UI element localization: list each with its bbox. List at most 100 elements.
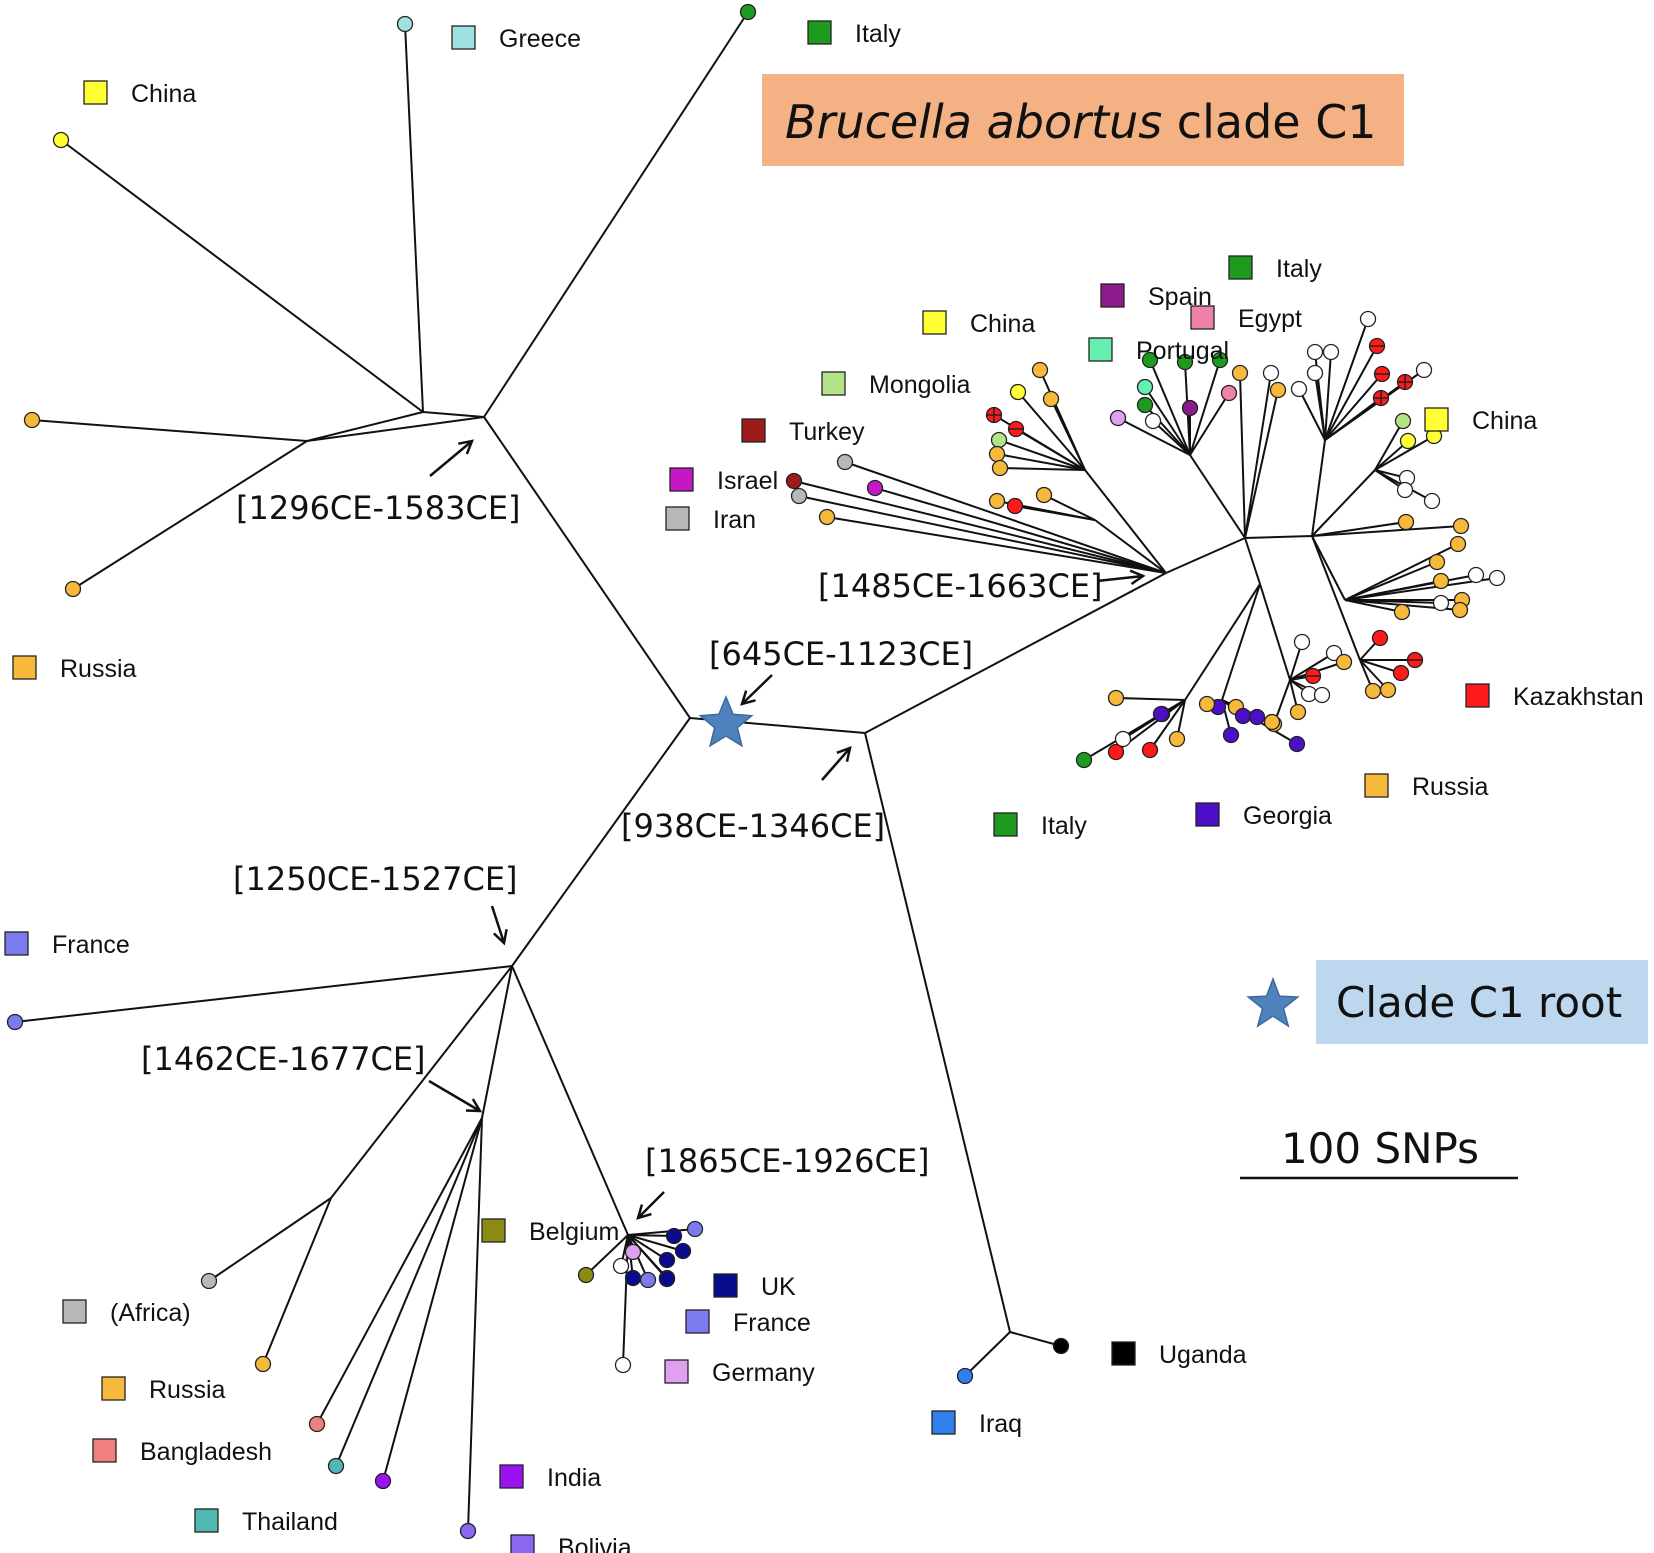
legend-item: Greece bbox=[451, 25, 581, 53]
date-labels: [1296CE-1583CE] [1485CE-1663CE] [645CE-1… bbox=[141, 489, 1103, 1180]
tree-branch bbox=[798, 495, 1167, 574]
tip-bolivia bbox=[459, 1522, 477, 1540]
tip-greece bbox=[396, 15, 414, 33]
legend-item: Uganda bbox=[1111, 1341, 1247, 1369]
tip-africa bbox=[200, 1272, 218, 1290]
legend-swatch bbox=[821, 371, 846, 396]
legend-item: Italy bbox=[807, 20, 901, 48]
date-label: [1250CE-1527CE] bbox=[233, 860, 518, 898]
tip-germany bbox=[624, 1243, 642, 1261]
date-label: [1462CE-1677CE] bbox=[141, 1040, 426, 1078]
tree-branch bbox=[511, 717, 691, 967]
tree-branch bbox=[72, 440, 308, 590]
tree-branch bbox=[1374, 420, 1404, 471]
legend-swatch bbox=[1190, 305, 1215, 330]
arrow bbox=[741, 674, 773, 705]
tree-branch bbox=[1244, 535, 1313, 539]
tip-iran bbox=[790, 487, 808, 505]
tree-branch bbox=[1244, 537, 1261, 585]
tip-israel bbox=[866, 479, 884, 497]
legend-label: France bbox=[733, 1309, 811, 1337]
tree-branch bbox=[14, 965, 513, 1023]
legend-swatch bbox=[4, 931, 29, 956]
legend-item: Italy bbox=[1228, 255, 1322, 283]
legend-swatch bbox=[83, 80, 108, 105]
tip-red bbox=[1306, 343, 1324, 361]
tip-france bbox=[639, 1271, 657, 1289]
legend-swatch bbox=[1195, 802, 1220, 827]
legend-item: France bbox=[4, 931, 130, 959]
legend-label: Turkey bbox=[789, 418, 865, 446]
tree-branch bbox=[1043, 494, 1096, 521]
tip-italy bbox=[1141, 351, 1159, 369]
tip-bangladesh bbox=[308, 1415, 326, 1433]
arrow-head bbox=[492, 929, 508, 946]
tip-white bbox=[614, 1356, 632, 1374]
title-clade: clade C1 bbox=[1162, 95, 1376, 149]
legend-label: Bangladesh bbox=[140, 1438, 272, 1466]
tip-russia bbox=[1452, 517, 1470, 535]
legend-label: Belgium bbox=[529, 1218, 619, 1246]
tip-georgia bbox=[1288, 735, 1306, 753]
tip-uk bbox=[624, 1269, 642, 1287]
tree-branch bbox=[1094, 519, 1167, 574]
legend-label: Georgia bbox=[1243, 802, 1332, 830]
tree-branch bbox=[1117, 417, 1191, 456]
tree-branch bbox=[1165, 537, 1246, 574]
legend-item: (Africa) bbox=[62, 1299, 191, 1327]
legend-swatch bbox=[12, 655, 37, 680]
tree-branch bbox=[330, 965, 513, 1199]
tip-italy bbox=[1211, 351, 1229, 369]
legend-item: Kazakhstan bbox=[1465, 683, 1644, 711]
legend-item: UK bbox=[713, 1273, 796, 1301]
tip-russia bbox=[1168, 730, 1186, 748]
tip-italy bbox=[739, 3, 757, 21]
tip-russia bbox=[1263, 713, 1281, 731]
tree-branch bbox=[31, 419, 308, 442]
tip-kazakhstan bbox=[1371, 629, 1389, 647]
tree-branch bbox=[1324, 345, 1378, 441]
tip-georgia bbox=[1234, 707, 1252, 725]
tree-branch bbox=[483, 11, 749, 418]
arrow bbox=[1096, 574, 1144, 583]
arrow-head bbox=[465, 1098, 483, 1113]
tip-uk bbox=[665, 1227, 683, 1245]
tip-russia bbox=[1335, 653, 1353, 671]
legend-swatch bbox=[741, 418, 766, 443]
legend-label: Thailand bbox=[242, 1508, 338, 1536]
tip-uk bbox=[674, 1242, 692, 1260]
tree-branch bbox=[627, 1234, 684, 1252]
tree-branch bbox=[208, 1197, 332, 1282]
tree-branch bbox=[1324, 351, 1332, 441]
tip-uganda bbox=[1052, 1337, 1070, 1355]
title-species: Brucella abortus bbox=[785, 95, 1162, 149]
tree-branch bbox=[1344, 561, 1438, 601]
tree-branch bbox=[1311, 469, 1376, 537]
tip-china bbox=[52, 131, 70, 149]
tip-red bbox=[1322, 343, 1340, 361]
legend-item: Bolivia bbox=[510, 1534, 632, 1553]
tip-red bbox=[1325, 644, 1343, 662]
tip-red bbox=[1313, 686, 1331, 704]
legend-swatch bbox=[807, 20, 832, 45]
legend-item: Egypt bbox=[1190, 305, 1302, 333]
legend-swatch bbox=[1111, 1341, 1136, 1366]
tree-branches bbox=[14, 11, 1498, 1532]
date-label: [1865CE-1926CE] bbox=[645, 1142, 930, 1180]
scale-bar-label: 100 SNPs bbox=[1281, 1124, 1479, 1173]
tree-branch bbox=[1084, 469, 1167, 574]
tip-kazakhstan bbox=[1392, 664, 1410, 682]
legend-swatch bbox=[993, 812, 1018, 837]
tree-branch bbox=[1344, 543, 1459, 601]
legend-label: Italy bbox=[1041, 812, 1087, 840]
legend-label: Iraq bbox=[979, 1410, 1022, 1438]
legend-label: Germany bbox=[712, 1359, 815, 1387]
svg-text:Brucella abortus clade C1: Brucella abortus clade C1 bbox=[785, 95, 1377, 149]
legend-swatch bbox=[664, 1359, 689, 1384]
tip-mongolia bbox=[990, 431, 1008, 449]
tip-russia bbox=[1107, 689, 1125, 707]
legend-swatch bbox=[101, 1376, 126, 1401]
tip-russia bbox=[1393, 603, 1411, 621]
legend-label: (Africa) bbox=[110, 1299, 191, 1327]
legend-item: Portugal bbox=[1088, 337, 1229, 365]
